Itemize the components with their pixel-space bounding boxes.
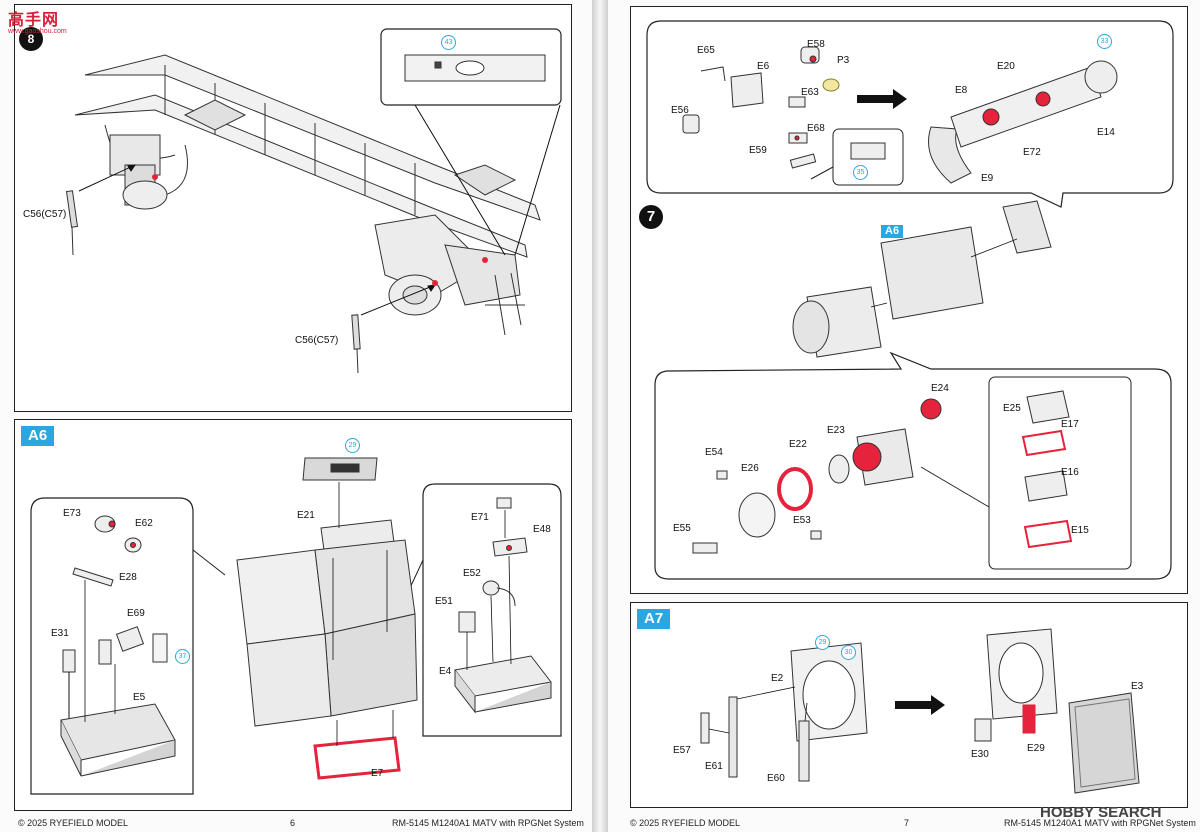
label-e25: E25 [1003, 403, 1021, 414]
a6-panel: A6 [14, 419, 572, 811]
part-badge-29-a7: 29 [815, 635, 830, 650]
site-watermark: HOBBY SEARCH [1040, 804, 1162, 821]
step7-drawing [646, 20, 1174, 580]
label-e48: E48 [533, 524, 551, 535]
a6-tag: A6 [21, 426, 55, 446]
label-e59: E59 [749, 145, 767, 156]
label-c56-bottom: C56(C57) [295, 335, 339, 346]
part-badge-37: 37 [175, 649, 190, 664]
label-e62: E62 [135, 518, 153, 529]
label-e65: E65 [697, 45, 715, 56]
label-e55: E55 [673, 523, 691, 534]
step7-number: 7 [639, 205, 663, 229]
label-e21: E21 [297, 510, 315, 521]
label-e4: E4 [439, 666, 452, 677]
label-e15: E15 [1071, 525, 1089, 536]
left-footer-page-number: 6 [290, 818, 296, 828]
left-footer-copyright: © 2025 RYEFIELD MODEL [18, 818, 129, 828]
a7-drawing [700, 628, 1140, 794]
label-e73: E73 [63, 508, 81, 519]
label-e2: E2 [771, 673, 784, 684]
page-gutter [592, 0, 608, 832]
label-e31: E31 [51, 628, 69, 639]
label-p3: P3 [837, 55, 850, 66]
right-page: 7 A6 E65 E6 E58 P3 E63 E56 E68 E59 E20 E… [608, 0, 1200, 832]
label-e53: E53 [793, 515, 811, 526]
a7-panel: A7 E2 E3 E57 E61 E [630, 602, 1188, 808]
right-footer-page-number: 7 [904, 818, 910, 828]
a7-tag: A7 [637, 609, 671, 629]
label-e28: E28 [119, 572, 137, 583]
part-badge-33: 33 [1097, 34, 1112, 49]
label-e57: E57 [673, 745, 691, 756]
label-e63: E63 [801, 87, 819, 98]
left-page: 8 [0, 0, 592, 832]
label-e69: E69 [127, 608, 145, 619]
label-e26: E26 [741, 463, 759, 474]
label-e71: E71 [471, 512, 489, 523]
label-e16: E16 [1061, 467, 1079, 478]
label-e5: E5 [133, 692, 146, 703]
watermark-brand: 高手网 [8, 12, 60, 29]
chassis-drawing [65, 28, 562, 374]
label-e23: E23 [827, 425, 845, 436]
label-e52: E52 [463, 568, 481, 579]
label-e29: E29 [1027, 743, 1045, 754]
part-badge-43: 43 [441, 35, 456, 50]
right-footer-product: RM-5145 M1240A1 MATV with RPGNet System [1004, 818, 1196, 828]
step8-panel: 8 [14, 4, 572, 412]
part-badge-30: 30 [841, 645, 856, 660]
label-e17: E17 [1061, 419, 1079, 430]
part-badge-35: 35 [853, 165, 868, 180]
label-e72: E72 [1023, 147, 1041, 158]
label-e54: E54 [705, 447, 723, 458]
label-e8: E8 [955, 85, 968, 96]
label-e58: E58 [807, 39, 825, 50]
label-e20: E20 [997, 61, 1015, 72]
label-e61: E61 [705, 761, 723, 772]
part-badge-29: 29 [345, 438, 360, 453]
label-e24: E24 [931, 383, 949, 394]
label-e60: E60 [767, 773, 785, 784]
left-footer-product: RM-5145 M1240A1 MATV with RPGNet System [392, 818, 584, 828]
label-e7: E7 [371, 768, 384, 779]
label-e9: E9 [981, 173, 994, 184]
label-e14: E14 [1097, 127, 1115, 138]
label-e30: E30 [971, 749, 989, 760]
watermark-url: www.gaoshou.com [8, 28, 67, 35]
label-e22: E22 [789, 439, 807, 450]
label-e3: E3 [1131, 681, 1144, 692]
label-e56: E56 [671, 105, 689, 116]
a6-drawing [30, 457, 562, 795]
label-c56-left: C56(C57) [23, 209, 67, 220]
a6-ref-tag: A6 [881, 225, 904, 238]
step8-number: 8 [19, 27, 43, 51]
label-e51: E51 [435, 596, 453, 607]
step7-panel: 7 A6 E65 E6 E58 P3 E63 E56 E68 E59 E20 E… [630, 6, 1188, 594]
right-footer-copyright: © 2025 RYEFIELD MODEL [630, 818, 741, 828]
label-e6: E6 [757, 61, 770, 72]
label-e68: E68 [807, 123, 825, 134]
